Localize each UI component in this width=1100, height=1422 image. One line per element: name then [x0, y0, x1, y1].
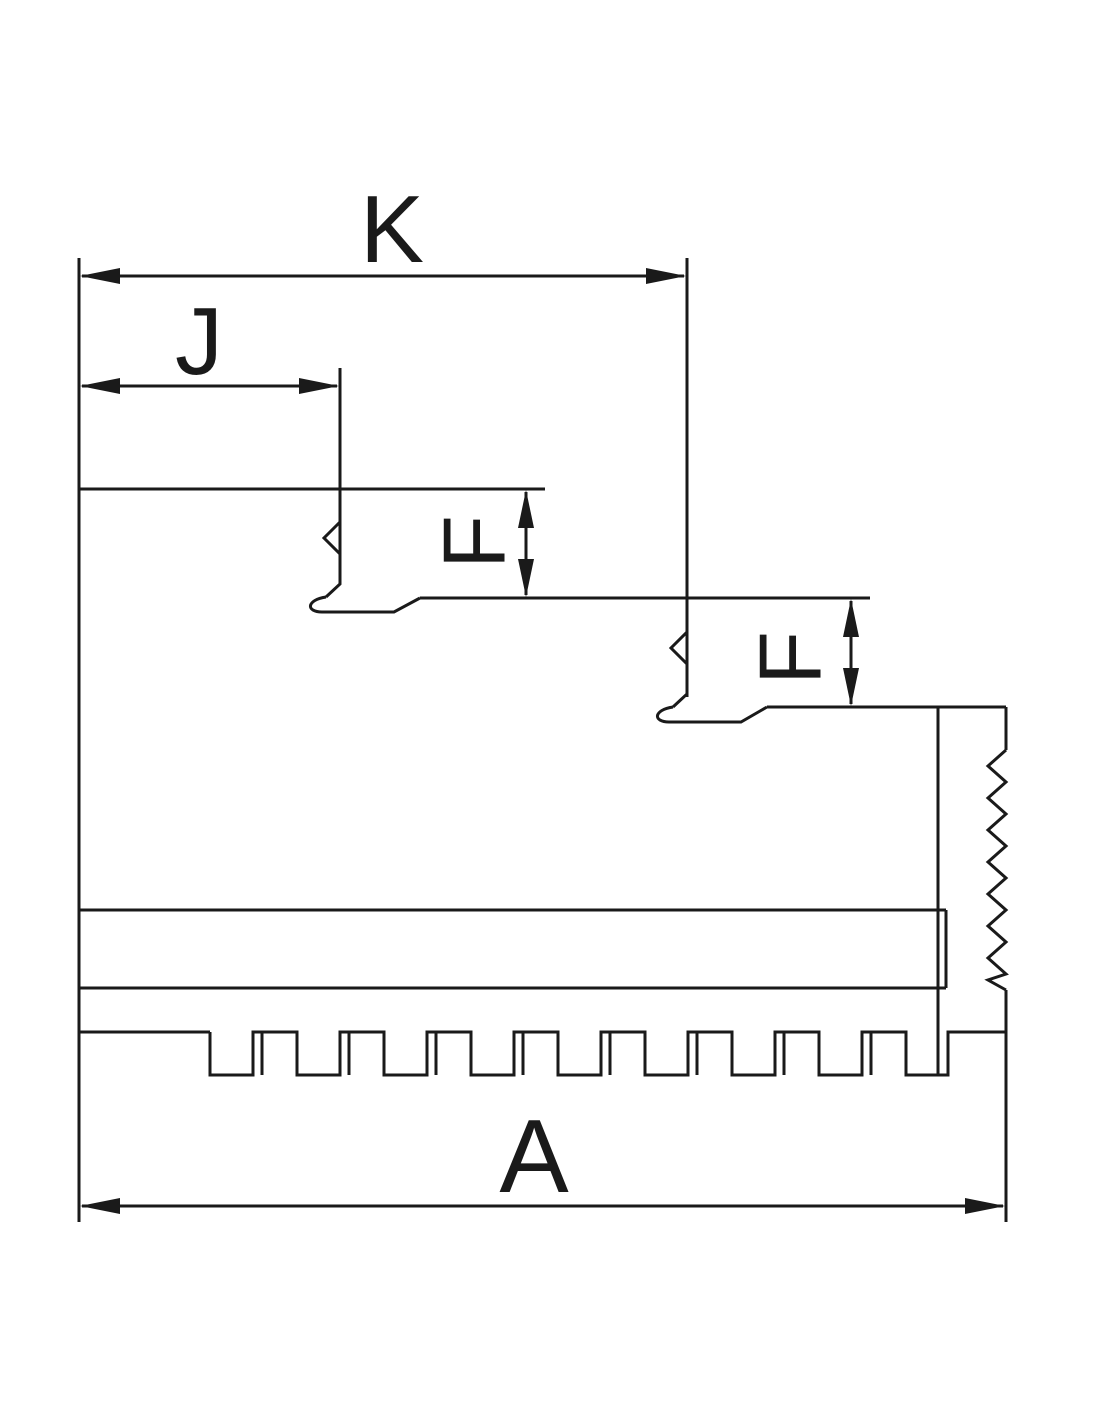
a-arrow-right — [965, 1198, 1005, 1214]
a-arrow-left — [80, 1198, 120, 1214]
lower-step — [656, 630, 1006, 724]
dimension-a: A — [80, 1099, 1005, 1215]
lower-step-relief — [656, 705, 768, 724]
f-lower-arrow-bottom — [843, 668, 859, 706]
f-upper-arrow-bottom — [518, 559, 534, 597]
scroll-teeth — [208, 1030, 1006, 1077]
f-upper-label: F — [425, 515, 524, 569]
k-label: K — [360, 176, 424, 283]
dimension-j: J — [80, 288, 342, 584]
jaw-right-side — [936, 707, 1009, 1222]
f-lower-arrow-top — [843, 599, 859, 637]
dimension-f-upper: F — [425, 490, 534, 597]
jaw-slot — [79, 908, 948, 990]
a-label: A — [499, 1099, 569, 1215]
f-lower-label: F — [741, 631, 840, 685]
k-arrow-left — [80, 268, 120, 284]
upper-step-relief — [309, 595, 421, 614]
dimension-k: K — [77, 176, 689, 1222]
j-arrow-left — [80, 378, 120, 394]
j-label: J — [175, 288, 223, 395]
upper-step — [79, 487, 870, 614]
f-upper-arrow-top — [518, 490, 534, 528]
lower-step-serration — [668, 630, 689, 709]
j-arrow-right — [299, 378, 339, 394]
dimension-f-lower: F — [741, 599, 859, 706]
upper-step-serration — [321, 520, 342, 599]
k-arrow-right — [646, 268, 686, 284]
jaw-base — [79, 1030, 1006, 1077]
jaw-back-serration — [984, 748, 1009, 992]
